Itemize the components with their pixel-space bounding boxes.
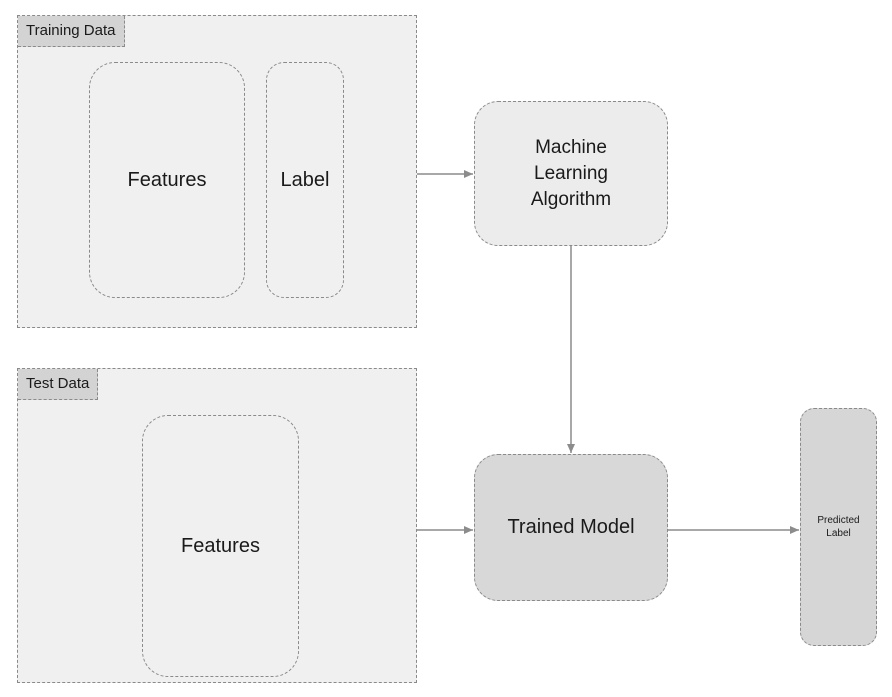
trained-model-box: Trained Model — [474, 454, 668, 601]
training-data-title: Training Data — [18, 16, 125, 47]
training-label-box: Label — [266, 62, 344, 298]
ml-algorithm-box: Machine Learning Algorithm — [474, 101, 668, 246]
training-data-panel: Training Data — [17, 15, 417, 328]
training-features-box: Features — [89, 62, 245, 298]
predicted-label-box: Predicted Label — [800, 408, 877, 646]
test-features-box: Features — [142, 415, 299, 677]
test-data-panel: Test Data — [17, 368, 417, 683]
test-data-title: Test Data — [18, 369, 99, 400]
